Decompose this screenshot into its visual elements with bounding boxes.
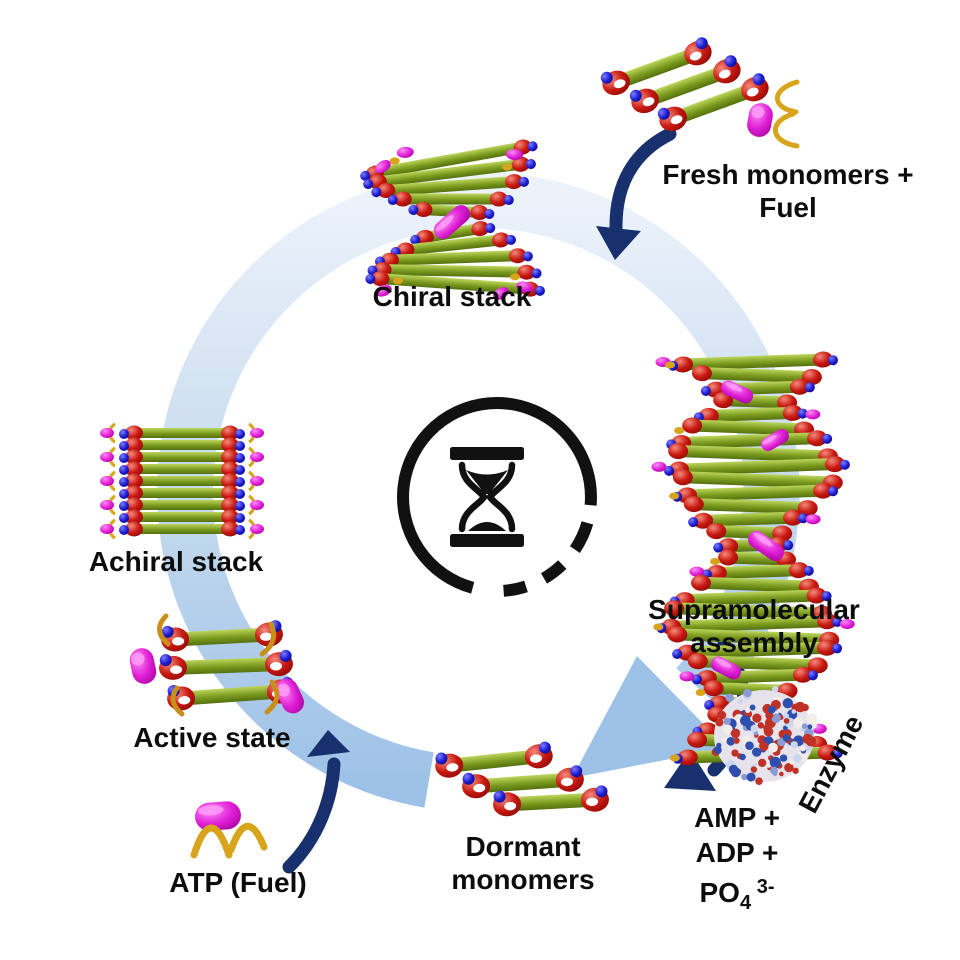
active-state-graphic bbox=[129, 613, 304, 717]
dormant-monomers-label: Dormant monomers bbox=[451, 830, 594, 896]
fuel-molecule-icon bbox=[747, 79, 800, 149]
cycle-arrow-head bbox=[572, 656, 727, 778]
dormant-line2: monomers bbox=[451, 864, 595, 895]
chiral-stack-graphic bbox=[360, 139, 545, 300]
achiral-stack-graphic bbox=[100, 422, 264, 540]
dormant-monomers-graphic bbox=[435, 741, 609, 817]
supramolecular-line1: Supramolecular bbox=[648, 594, 860, 625]
fresh-monomers-line1: Fresh monomers + bbox=[662, 159, 914, 190]
fresh-monomers-label: Fresh monomers + Fuel bbox=[662, 158, 913, 224]
amp-line: AMP + bbox=[694, 802, 780, 833]
adp-line: ADP + bbox=[695, 837, 779, 868]
supramolecular-line2: assembly bbox=[690, 627, 818, 658]
hydrolysis-products-label: AMP + ADP + PO4 3- bbox=[694, 800, 780, 921]
hourglass-icon bbox=[450, 447, 524, 547]
active-state-label: Active state bbox=[133, 722, 291, 753]
achiral-stack-label: Achiral stack bbox=[88, 546, 264, 577]
fresh-monomers-graphic bbox=[600, 37, 769, 132]
enzyme-protein-graphic bbox=[711, 685, 818, 785]
atp-fuel-molecule-icon bbox=[190, 801, 268, 859]
dormant-line1: Dormant bbox=[465, 831, 581, 862]
chiral-stack-label: Chiral stack bbox=[372, 281, 532, 312]
fresh-monomers-line2: Fuel bbox=[759, 192, 817, 223]
arrow-fresh-monomers-into-cycle bbox=[596, 127, 677, 260]
atp-fuel-label: ATP (Fuel) bbox=[169, 867, 307, 898]
arrow-atp-into-cycle bbox=[282, 730, 350, 874]
supramolecular-assembly-label: Supramolecular assembly bbox=[648, 593, 860, 659]
timer-dashed-circle bbox=[397, 396, 597, 597]
phosphate-line: PO4 3- bbox=[699, 876, 775, 914]
